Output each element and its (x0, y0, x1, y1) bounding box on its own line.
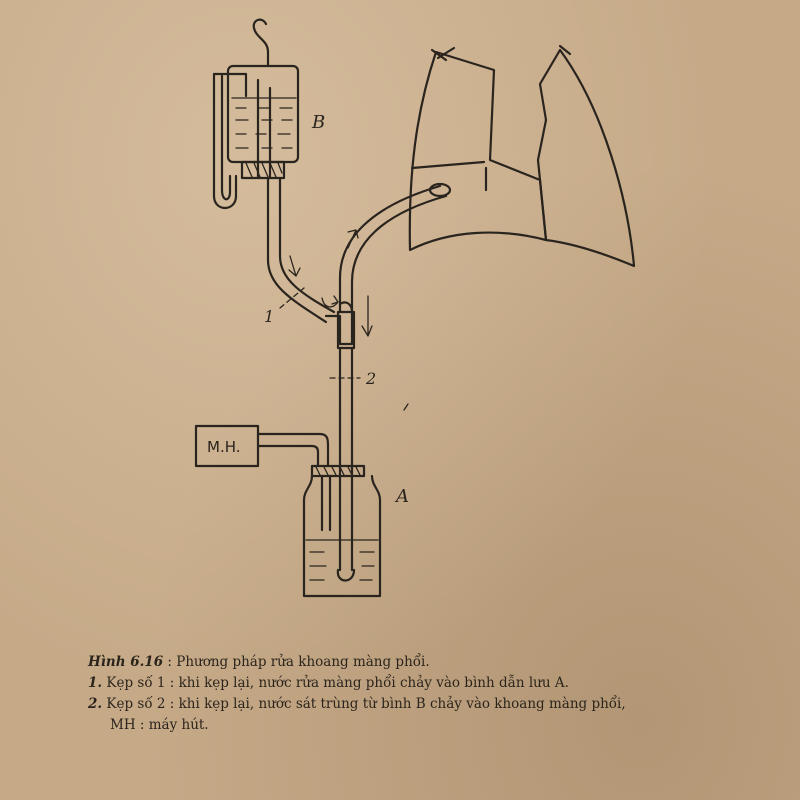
suction-machine: M.H. (194, 424, 260, 468)
clamp-1-label: 1 (264, 307, 274, 326)
bottle-b-label: B (311, 112, 325, 133)
caption-title-line: Hình 6.16 : Phương pháp rửa khoang màng … (88, 652, 788, 673)
clamp-2-label: 2 (365, 369, 376, 388)
bottle-a-label: A (394, 486, 409, 507)
note-1-text: Kẹp số 1 : khi kẹp lại, nước rửa màng ph… (106, 675, 569, 691)
bottle-b (212, 64, 300, 210)
tube-from-b (266, 176, 328, 324)
bottle-a (302, 464, 382, 598)
caption-note-3: MH : máy hút. (88, 715, 788, 736)
machine-label: M.H. (207, 438, 241, 456)
note-1-number: 1. (88, 675, 103, 691)
figure-ref: Hình 6.16 (88, 654, 164, 670)
figure-caption: Hình 6.16 : Phương pháp rửa khoang màng … (88, 652, 788, 736)
hanging-hook (252, 18, 270, 54)
tube-to-lung (338, 184, 442, 314)
note-2-number: 2. (88, 696, 103, 712)
figure-title: : Phương pháp rửa khoang màng phổi. (167, 654, 430, 670)
clamp-1-mark (279, 287, 305, 309)
caption-note-1: 1. Kẹp số 1 : khi kẹp lại, nước rửa màng… (88, 673, 788, 694)
caption-note-2: 2. Kẹp số 2 : khi kẹp lại, nước sát trùn… (88, 694, 788, 715)
note-3-text: MH : máy hút. (110, 717, 209, 733)
lungs (408, 44, 636, 268)
note-2-text: Kẹp số 2 : khi kẹp lại, nước sát trùng t… (106, 696, 626, 712)
